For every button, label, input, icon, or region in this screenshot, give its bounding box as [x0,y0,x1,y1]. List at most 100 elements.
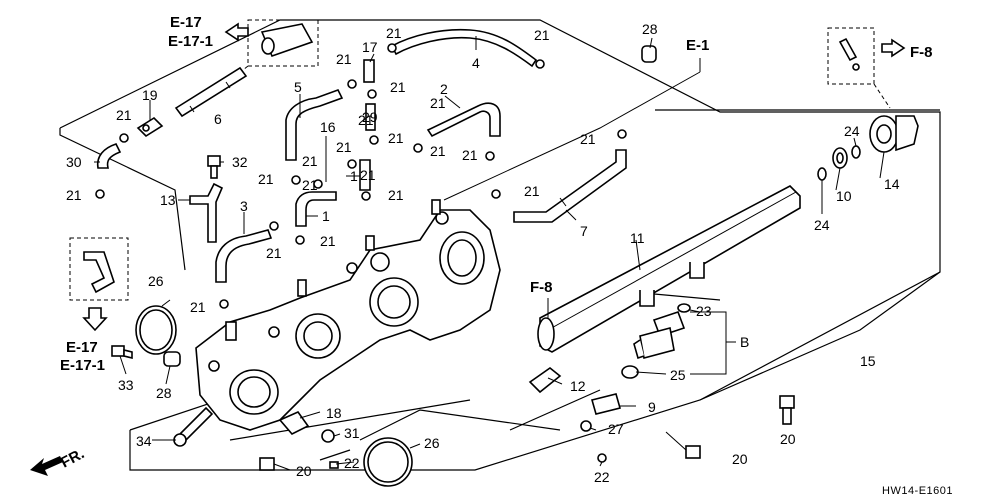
fitting-10 [832,147,848,169]
diagram-code: HW14-E1601 [882,485,953,497]
hose-7 [513,149,627,223]
ref-e1[interactable]: E-1 [686,37,709,54]
leader-lines [94,36,885,467]
part-label-2: 2 [440,81,448,97]
ref-e171-bottom[interactable]: E-17-1 [60,357,105,374]
hose-1-lower [295,191,337,227]
part-label-21: 21 [66,187,82,203]
fuel-rail-11 [537,185,801,353]
part-label-21: 21 [302,153,318,169]
bolt-22-bottom [329,461,339,469]
bolt-20-right [779,395,795,425]
hose-3 [215,229,273,283]
ref-f8-mid[interactable]: F-8 [530,279,553,296]
part-label-28: 28 [642,21,658,37]
part-label-6: 6 [214,111,222,127]
tube-29 [365,103,376,131]
part-label-21: 21 [524,183,540,199]
joint-28 [641,45,657,63]
part-label-4: 4 [472,55,480,71]
bolt-32 [207,155,221,179]
part-label-21: 21 [430,143,446,159]
part-label-21: 21 [390,79,406,95]
part-label-29: 29 [362,109,378,125]
part-label-21: 21 [360,167,376,183]
hose-4 [390,28,538,68]
part-label-31: 31 [344,425,360,441]
part-label-21: 21 [388,187,404,203]
part-label-21: 21 [336,139,352,155]
part-label-27: 27 [608,421,624,437]
part-label-20: 20 [780,431,796,447]
bolt-27 [580,420,592,432]
gasket-26-bottom [363,437,413,487]
inset-pipe-top [219,19,319,89]
ref-e171-top[interactable]: E-17-1 [168,33,213,50]
part-label-17: 17 [362,39,378,55]
part-label-30: 30 [66,154,82,170]
part-label-21: 21 [266,245,282,261]
part-label-21: 21 [190,299,206,315]
part-label-24: 24 [814,217,830,233]
insulator-12 [528,367,562,394]
collar-28-left [163,351,181,367]
part-label-21: 21 [462,147,478,163]
part-label-21: 21 [302,177,318,193]
bolt-34 [173,406,214,447]
arrow-left-icon [224,22,249,42]
ref-f8-top[interactable]: F-8 [910,44,933,61]
part-label-15: 15 [860,353,876,369]
bolt-20-mid [665,431,701,459]
part-label-21: 21 [116,107,132,123]
part-label-22: 22 [594,469,610,485]
part-numbers: 1 1 2 3 4 5 6 7 9 10 11 12 13 14 15 16 1… [66,21,900,485]
clamps [95,43,627,309]
part-label-21: 21 [320,233,336,249]
part-label-9: 9 [648,399,656,415]
part-label-1: 1 [322,208,330,224]
part-label-21: 21 [580,131,596,147]
arrow-right-icon [881,38,906,58]
part-label-33: 33 [118,377,134,393]
front-label: FR. [58,445,87,471]
bolt-31 [321,429,335,443]
part-label-21: 21 [388,130,404,146]
part-label-21: 21 [258,171,274,187]
inset-connector-top-right [827,27,891,109]
part-label-21: 21 [386,25,402,41]
ref-e17-top[interactable]: E-17 [170,14,202,31]
part-label-14: 14 [884,176,900,192]
hose-1-upper [359,159,371,191]
part-label-21: 21 [430,95,446,111]
part-label-13: 13 [160,192,176,208]
bolt-33 [111,345,133,360]
part-label-7: 7 [580,223,588,239]
o-ring-24b [817,167,827,181]
hose-13 [189,182,224,243]
connector-19 [136,116,164,138]
part-label-23: 23 [696,303,712,319]
part-label-1: 1 [350,168,358,184]
hose-30 [96,143,122,169]
front-arrow-icon [30,456,63,476]
part-label-21: 21 [534,27,550,43]
part-label-32: 32 [232,154,248,170]
intake-manifold [195,199,501,431]
part-label-10: 10 [836,188,852,204]
group-b-label: B [740,334,749,350]
hose-6 [174,66,248,118]
bracket-9 [591,393,621,415]
part-label-22: 22 [344,455,360,471]
part-label-26: 26 [424,435,440,451]
part-label-21: 21 [336,51,352,67]
arrow-down-icon [82,307,108,332]
part-label-19: 19 [142,87,158,103]
part-label-20: 20 [732,451,748,467]
part-label-21: 21 [358,112,374,128]
part-label-34: 34 [136,433,152,449]
part-label-26: 26 [148,273,164,289]
ref-e17-bottom[interactable]: E-17 [66,339,98,356]
part-label-12: 12 [570,378,586,394]
bolt-20-bottom [259,457,291,471]
